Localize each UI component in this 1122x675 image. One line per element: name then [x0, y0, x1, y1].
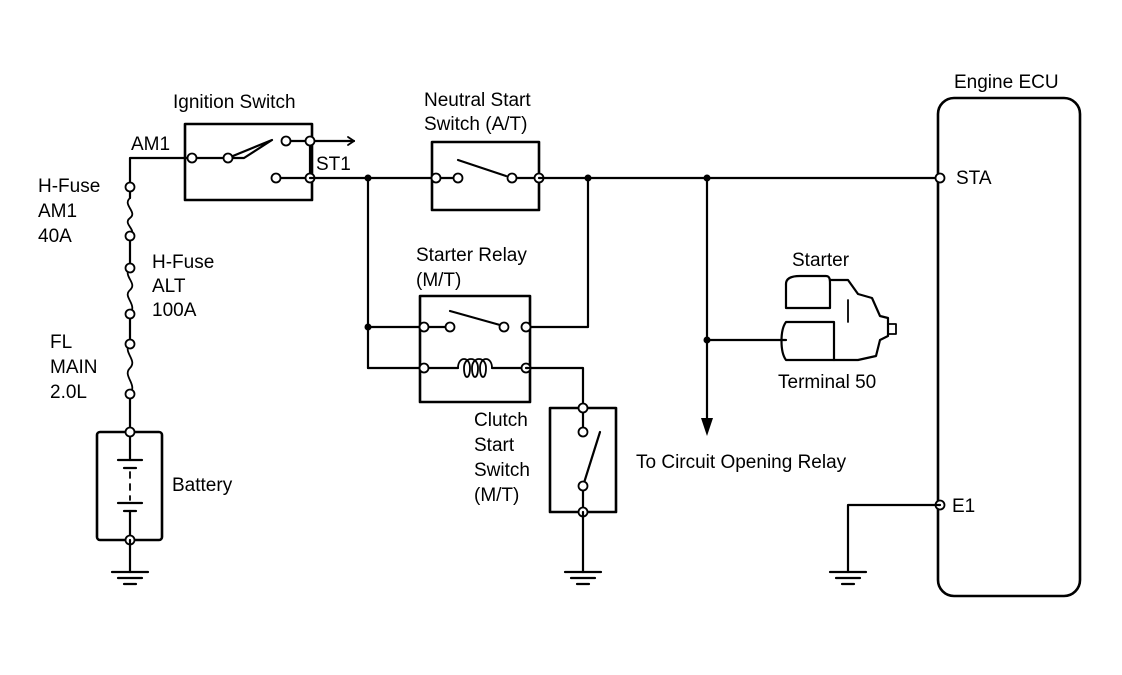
terminal [577, 480, 589, 492]
wire [524, 366, 585, 410]
starter-pinion [887, 323, 897, 335]
fusible-link-label: MAIN [50, 357, 98, 378]
terminal [444, 321, 456, 333]
hfuse-alt-label: 100A [152, 300, 197, 321]
wire [524, 176, 590, 329]
terminal [498, 321, 510, 333]
terminal [124, 230, 136, 242]
terminal [124, 308, 136, 320]
terminal [124, 426, 136, 438]
hfuse-am1-label: AM1 [38, 201, 77, 222]
terminal [280, 135, 292, 147]
terminal [270, 172, 282, 184]
fuse-am1-symbol [126, 197, 134, 237]
neutral-start-label: Neutral Start [424, 90, 531, 111]
starter-relay-box [418, 294, 532, 404]
starter-solenoid [784, 274, 832, 286]
wire [846, 503, 942, 574]
supply-column [124, 156, 194, 434]
terminal [222, 152, 234, 164]
switch-blade [581, 430, 602, 488]
terminal [418, 321, 430, 333]
ground-icon [563, 570, 603, 586]
fusible-link-symbol [126, 343, 134, 395]
neutral-start-switch [430, 140, 545, 212]
relay-contact [448, 309, 502, 327]
labels: Ignition Switch AM1 ST1 Neutral Start Sw… [38, 72, 1059, 517]
battery-label: Battery [172, 475, 233, 496]
terminal [452, 172, 464, 184]
neutral-start-label: Switch (A/T) [424, 114, 527, 135]
starter-solenoid [784, 282, 832, 310]
junction [584, 174, 592, 182]
terminal [124, 181, 136, 193]
junction [364, 174, 372, 182]
hfuse-am1-label: 40A [38, 226, 72, 247]
starter-relay-label: Starter Relay [416, 245, 527, 266]
starter-motor-body [780, 320, 836, 362]
circuit-opening-relay-label: To Circuit Opening Relay [636, 452, 847, 473]
e1-label: E1 [952, 496, 975, 517]
neutral-start-switch-box [430, 140, 541, 212]
terminal [430, 172, 442, 184]
hfuse-alt-label: ALT [152, 276, 186, 297]
starter-relay [418, 294, 585, 410]
junction [703, 336, 711, 344]
starter-label: Starter [792, 250, 850, 271]
terminal [304, 135, 316, 147]
clutch-switch-label: Start [474, 435, 515, 456]
sta-label: STA [956, 168, 992, 189]
ignition-switch [183, 122, 356, 202]
clutch-start-switch [548, 402, 618, 586]
fusible-link-label: FL [50, 332, 72, 353]
arrow-icon [347, 136, 355, 146]
ignition-switch-label: Ignition Switch [173, 92, 296, 113]
battery-symbol [95, 426, 164, 586]
hfuse-am1-label: H-Fuse [38, 176, 100, 197]
engine-ecu-box [936, 96, 1082, 598]
fusible-link-label: 2.0L [50, 382, 87, 403]
starter-motor [780, 274, 897, 362]
ignition-switch-box [183, 122, 314, 202]
terminal-sta [934, 172, 946, 184]
sta-line [524, 174, 942, 436]
terminal [186, 152, 198, 164]
terminal [418, 362, 430, 374]
fuse-alt-symbol [126, 267, 134, 315]
terminal [577, 402, 589, 414]
clutch-switch-label: Clutch [474, 410, 528, 431]
engine-ecu [828, 96, 1082, 598]
switch-blade [456, 158, 508, 178]
am1-wire [128, 156, 194, 189]
terminal [520, 321, 532, 333]
clutch-switch-label: (M/T) [474, 485, 519, 506]
switch-contact [226, 138, 274, 160]
engine-ecu-label: Engine ECU [954, 72, 1059, 93]
hfuse-alt-label: H-Fuse [152, 252, 214, 273]
st-line [308, 174, 434, 370]
terminal-50-label: Terminal 50 [778, 372, 876, 393]
clutch-switch-label: Switch [474, 460, 530, 481]
terminal [577, 426, 589, 438]
ground-icon [828, 570, 868, 586]
terminal [124, 388, 136, 400]
junction [364, 323, 372, 331]
st1-label: ST1 [316, 154, 351, 175]
starter-housing [828, 278, 890, 362]
junction [703, 174, 711, 182]
terminal [124, 338, 136, 350]
starter-relay-label: (M/T) [416, 270, 461, 291]
terminal [124, 262, 136, 274]
terminal [506, 172, 518, 184]
am1-label: AM1 [131, 134, 170, 155]
ground-icon [110, 570, 150, 586]
relay-coil [457, 358, 493, 378]
arrow-down-icon [701, 418, 713, 436]
